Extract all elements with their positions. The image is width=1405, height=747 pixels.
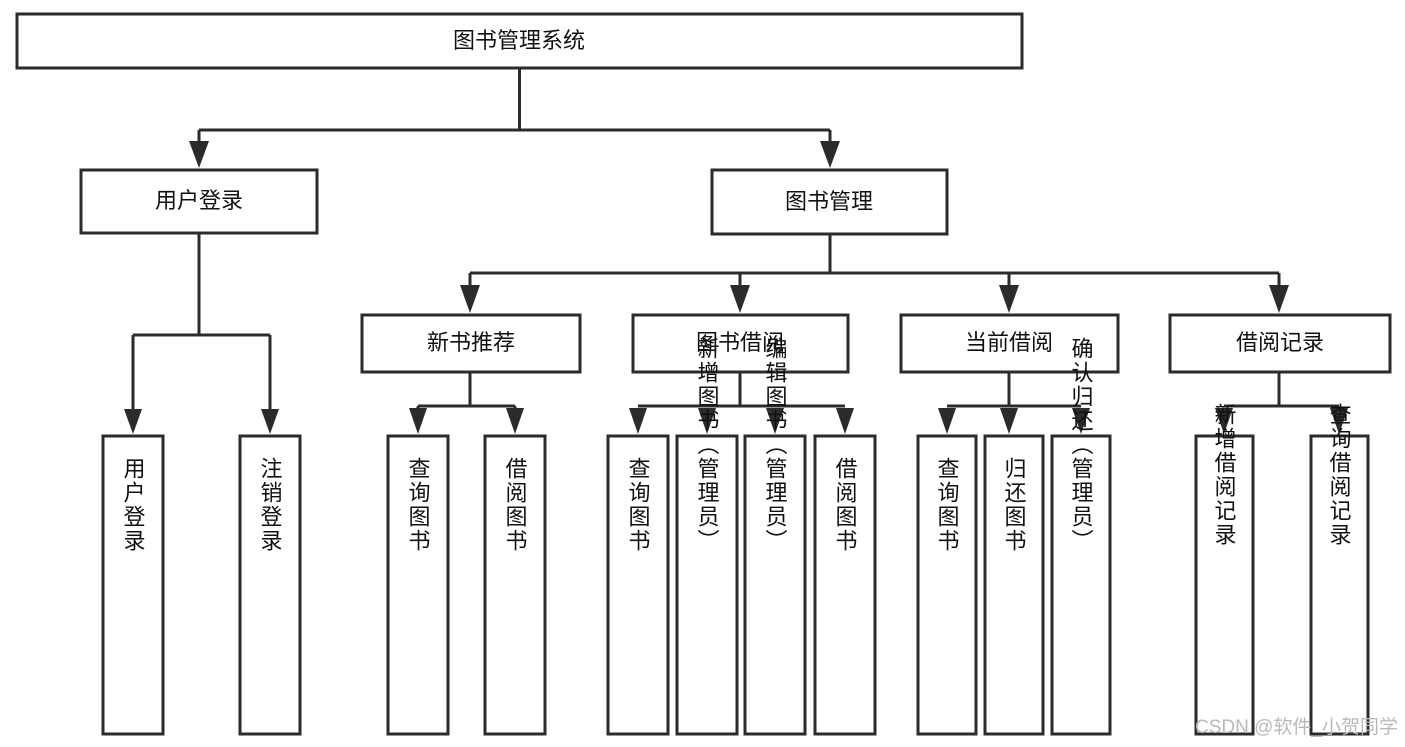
- node-leaf-query-book-2-box[interactable]: [606, 434, 670, 736]
- node-leaf-return-book-box[interactable]: [983, 434, 1045, 736]
- arrow-head-new-book-recommend: [460, 285, 480, 313]
- node-leaf-borrow-book-1[interactable]: 借阅图书: [483, 434, 547, 736]
- arrow-head-current-borrow: [999, 285, 1019, 313]
- node-root-box[interactable]: [15, 12, 1024, 70]
- node-book-management[interactable]: 图书管理: [710, 168, 949, 236]
- node-current-borrow-box[interactable]: [899, 313, 1120, 374]
- node-leaf-query-book-2-label: 查询图书: [626, 457, 651, 553]
- node-user-login-box[interactable]: [79, 168, 319, 235]
- node-user-login-label: 用户登录: [155, 188, 243, 213]
- csdn-watermark: CSDN @软件_小贺同学: [1195, 716, 1398, 738]
- connector-current-borrow-to-leaves: [938, 372, 1090, 434]
- node-leaf-user-login[interactable]: 用户登录: [101, 434, 165, 736]
- node-borrow-record-box[interactable]: [1168, 313, 1392, 374]
- node-leaf-query-borrow-record-label: 查询借阅记录: [1327, 403, 1352, 547]
- connector-root-to-level2: [189, 68, 840, 168]
- node-leaf-query-book-1[interactable]: 查询图书: [386, 434, 450, 736]
- node-leaf-user-login-box[interactable]: [101, 434, 165, 736]
- arrow-head-leaf-query-book-2: [629, 408, 647, 434]
- node-leaf-borrow-book-2-label: 借阅图书: [833, 457, 858, 553]
- arrow-head-leaf-borrow-book-2: [836, 408, 854, 434]
- node-current-borrow-label: 当前借阅: [965, 330, 1053, 355]
- arrow-head-leaf-borrow-book-1: [506, 408, 524, 434]
- arrow-head-borrow-record: [1269, 285, 1289, 313]
- node-leaf-query-book-3-label: 查询图书: [935, 457, 960, 553]
- node-leaf-return-book-label: 归还图书: [1002, 457, 1027, 553]
- arrow-head-leaf-user-login: [124, 409, 142, 434]
- node-leaf-confirm-return-label: 确认归还（管理员）: [1069, 337, 1094, 553]
- node-leaf-confirm-return[interactable]: 确认归还（管理员）: [1050, 337, 1112, 736]
- arrow-head-leaf-logout: [261, 409, 279, 434]
- arrow-head-leaf-confirm-return: [1072, 408, 1090, 434]
- arrow-head-book-borrow: [730, 285, 750, 313]
- node-root[interactable]: 图书管理系统: [15, 12, 1024, 70]
- node-leaf-edit-book[interactable]: 编辑图书（管理员）: [743, 337, 807, 736]
- connector-user-login-to-leaves: [124, 233, 279, 434]
- node-leaf-logout-login-box[interactable]: [238, 434, 302, 736]
- arrow-head-leaf-return-book: [1000, 408, 1018, 434]
- connector-book-management-to-level3: [460, 234, 1289, 313]
- node-leaf-query-book-1-box[interactable]: [386, 434, 450, 736]
- arrow-head-leaf-add-borrow-record: [1215, 408, 1233, 434]
- node-leaf-borrow-book-1-label: 借阅图书: [503, 457, 528, 553]
- node-book-management-box[interactable]: [710, 168, 949, 236]
- node-borrow-record-label: 借阅记录: [1236, 330, 1324, 355]
- node-root-label: 图书管理系统: [453, 28, 585, 53]
- node-new-book-recommend-box[interactable]: [360, 313, 582, 374]
- node-leaf-edit-book-box[interactable]: [743, 434, 807, 736]
- node-leaf-add-borrow-record-box[interactable]: [1194, 434, 1255, 736]
- connector-borrow-record-to-leaves: [1215, 372, 1348, 434]
- node-book-borrow-label: 图书借阅: [696, 330, 784, 355]
- node-new-book-recommend-label: 新书推荐: [427, 330, 515, 355]
- node-leaf-add-book-box[interactable]: [675, 434, 739, 736]
- arrow-head-user-login: [189, 141, 209, 168]
- node-leaf-add-book[interactable]: 新增图书（管理员）: [675, 337, 739, 736]
- node-leaf-add-book-label: 新增图书（管理员）: [695, 337, 720, 553]
- arrow-head-leaf-query-borrow-record: [1330, 408, 1348, 434]
- node-leaf-logout-login-label: 注销登录: [258, 457, 283, 553]
- node-new-book-recommend[interactable]: 新书推荐: [360, 313, 582, 374]
- node-book-borrow[interactable]: 图书借阅: [631, 313, 850, 374]
- node-leaf-user-login-label: 用户登录: [121, 457, 146, 553]
- node-book-borrow-box[interactable]: [631, 313, 850, 374]
- node-leaf-query-book-2[interactable]: 查询图书: [606, 434, 670, 736]
- connector-book-borrow-to-leaves: [629, 372, 854, 434]
- node-borrow-record[interactable]: 借阅记录: [1168, 313, 1392, 374]
- arrow-head-leaf-add-book: [698, 408, 716, 434]
- arrow-head-leaf-query-book-1: [409, 408, 427, 434]
- arrow-head-leaf-edit-book: [766, 408, 784, 434]
- node-leaf-confirm-return-box[interactable]: [1050, 434, 1112, 736]
- arrow-head-book-management: [820, 141, 840, 168]
- arrow-head-leaf-query-book-3: [938, 408, 956, 434]
- node-current-borrow[interactable]: 当前借阅: [899, 313, 1120, 374]
- node-leaf-query-borrow-record-box[interactable]: [1309, 434, 1370, 736]
- node-leaf-add-borrow-record[interactable]: 新增借阅记录: [1194, 403, 1255, 736]
- node-leaf-borrow-book-2-box[interactable]: [813, 434, 877, 736]
- node-leaf-borrow-book-2[interactable]: 借阅图书: [813, 434, 877, 736]
- connector-new-book-recommend-to-leaves: [409, 372, 524, 434]
- node-leaf-query-book-1-label: 查询图书: [406, 457, 431, 553]
- node-leaf-query-borrow-record[interactable]: 查询借阅记录: [1309, 403, 1370, 736]
- node-leaf-query-book-3[interactable]: 查询图书: [916, 434, 978, 736]
- node-leaf-logout-login[interactable]: 注销登录: [238, 434, 302, 736]
- node-leaf-query-book-3-box[interactable]: [916, 434, 978, 736]
- node-user-login[interactable]: 用户登录: [79, 168, 319, 235]
- node-book-management-label: 图书管理: [785, 189, 873, 214]
- node-leaf-add-borrow-record-label: 新增借阅记录: [1212, 403, 1237, 547]
- node-leaf-return-book[interactable]: 归还图书: [983, 434, 1045, 736]
- node-leaf-borrow-book-1-box[interactable]: [483, 434, 547, 736]
- node-leaf-edit-book-label: 编辑图书（管理员）: [763, 337, 788, 553]
